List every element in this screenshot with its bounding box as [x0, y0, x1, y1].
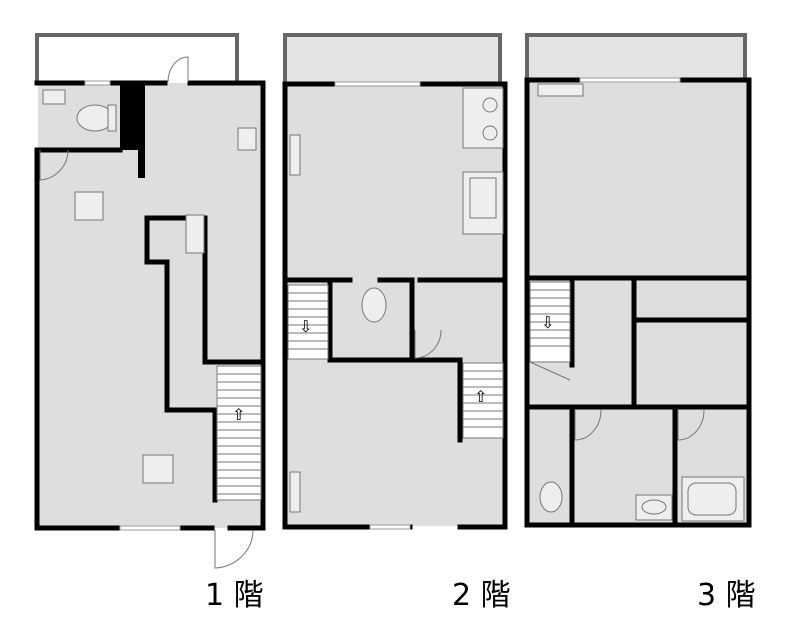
- tub-basin: [687, 482, 737, 516]
- interior-wall: [327, 277, 463, 443]
- bathtub-icon: [681, 476, 745, 522]
- floor-3-label: 3 階: [697, 578, 756, 613]
- floor-3-plan: ⇩: [524, 33, 752, 528]
- sink-basin: [469, 177, 497, 219]
- staircase: ⇧: [462, 362, 504, 439]
- sink-icon: [42, 89, 66, 105]
- floor-1-label: 1 階: [205, 578, 264, 613]
- exterior-wall: [34, 80, 266, 531]
- toilet-icon: [539, 481, 563, 513]
- wall-column: [138, 145, 145, 178]
- double-sink-icon: [185, 214, 205, 254]
- washbasin-icon: [635, 494, 673, 521]
- shelf: [289, 471, 301, 513]
- burner-icon: [482, 125, 498, 141]
- window: [334, 81, 421, 87]
- basin: [641, 499, 667, 515]
- interior-wall: [144, 215, 266, 365]
- wall-block: [120, 83, 145, 150]
- balcony: [35, 33, 239, 82]
- down-arrow-icon: ⇩: [299, 317, 312, 336]
- column-marker: [74, 191, 104, 221]
- sink-icon: [237, 127, 257, 151]
- door-swing-icon: [677, 409, 705, 441]
- staircase: ⇧: [216, 365, 262, 501]
- toilet-icon: [361, 287, 387, 323]
- floor-2-label: 2 階: [452, 578, 511, 613]
- entrance-door-icon: [214, 529, 254, 569]
- window: [579, 77, 681, 83]
- burner-icon: [482, 97, 498, 113]
- door-swing-icon: [39, 149, 69, 181]
- column-marker: [142, 454, 174, 484]
- kitchen-sink-icon: [462, 171, 504, 235]
- staircase: ⇩: [287, 284, 329, 360]
- stove-icon: [462, 87, 504, 149]
- up-arrow-icon: ⇧: [474, 387, 487, 406]
- window: [84, 80, 111, 86]
- floor-2-plan: ⇩ ⇧: [282, 33, 508, 530]
- exterior-wall: [282, 81, 508, 530]
- floor-1-plan: ⇧: [34, 33, 266, 569]
- window: [369, 524, 411, 530]
- shelf: [289, 134, 301, 176]
- staircase: ⇩: [529, 281, 571, 381]
- balcony: [283, 33, 502, 82]
- door-swing-icon: [414, 329, 442, 359]
- interior-wall: [524, 277, 752, 528]
- interior-wall: [144, 215, 218, 503]
- door-swing-icon: [167, 56, 189, 83]
- exterior-wall: [524, 77, 752, 528]
- balcony: [525, 33, 747, 80]
- shelf: [537, 83, 584, 97]
- down-arrow-icon: ⇩: [541, 313, 554, 332]
- toilet-tank: [107, 104, 117, 132]
- window: [119, 525, 181, 531]
- door-swing-icon: [574, 409, 602, 441]
- up-arrow-icon: ⇧: [232, 405, 245, 424]
